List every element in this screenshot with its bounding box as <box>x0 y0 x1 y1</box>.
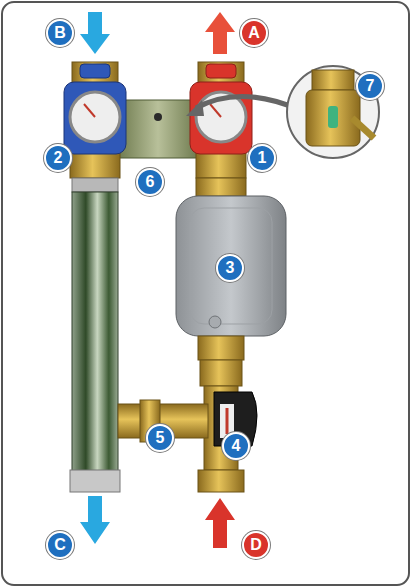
callout-number: 1 <box>248 144 276 172</box>
return-pipe-part <box>72 62 118 84</box>
flow-arrows-part <box>80 12 110 54</box>
detail-inset-part <box>186 100 204 116</box>
mounting-bracket <box>118 100 198 158</box>
callout-number: 6 <box>136 168 164 196</box>
detail-inset-part <box>352 118 374 138</box>
callout-number: 2 <box>44 144 72 172</box>
mounting-bracket-part <box>118 100 198 158</box>
detail-inset-part <box>306 90 360 146</box>
callout-number: 4 <box>222 432 250 460</box>
return-pipe <box>70 62 120 492</box>
port-letter: B <box>46 19 74 47</box>
callout-number: 5 <box>146 424 174 452</box>
blue-ball-valve-part <box>84 104 95 117</box>
mounting-bracket-part <box>154 113 162 121</box>
mixing-valve-body-part <box>198 336 244 360</box>
port-letter: D <box>242 531 270 559</box>
return-pipe-part <box>70 470 120 492</box>
callout-number: 7 <box>356 72 384 100</box>
blue-ball-valve-part <box>80 64 110 78</box>
red-ball-valve-part <box>210 104 221 117</box>
blue-ball-valve-part <box>70 92 120 142</box>
circulation-pump-part <box>209 316 221 328</box>
flow-arrows-part <box>205 498 235 548</box>
thermostatic-head-part <box>226 408 229 434</box>
supply-pipe-part <box>196 152 246 178</box>
return-pipe-part <box>72 192 118 488</box>
circulation-pump <box>176 196 286 336</box>
callout-number: 3 <box>216 254 244 282</box>
return-pipe-part <box>72 178 118 192</box>
supply-pipe-part <box>198 62 244 84</box>
port-letter: A <box>240 19 268 47</box>
circulation-pump-part <box>190 208 272 324</box>
blue-ball-valve-part <box>64 82 126 154</box>
flow-arrows-part <box>80 496 110 544</box>
red-ball-valve-part <box>190 82 252 154</box>
detail-inset-part <box>328 106 338 128</box>
mixing-valve-body-part <box>200 360 242 386</box>
detail-inset-part <box>196 96 300 110</box>
return-pipe-part <box>70 152 120 178</box>
supply-pipe-part <box>196 178 246 196</box>
mixing-valve-body-part <box>198 470 244 492</box>
detail-inset <box>186 66 379 158</box>
mixing-valve-body <box>118 336 244 492</box>
circulation-pump-part <box>176 196 286 336</box>
blue-ball-valve <box>64 64 126 154</box>
port-letter: C <box>46 531 74 559</box>
detail-inset-part <box>312 70 354 90</box>
flow-arrows-part <box>205 12 235 54</box>
red-ball-valve-part <box>206 64 236 78</box>
